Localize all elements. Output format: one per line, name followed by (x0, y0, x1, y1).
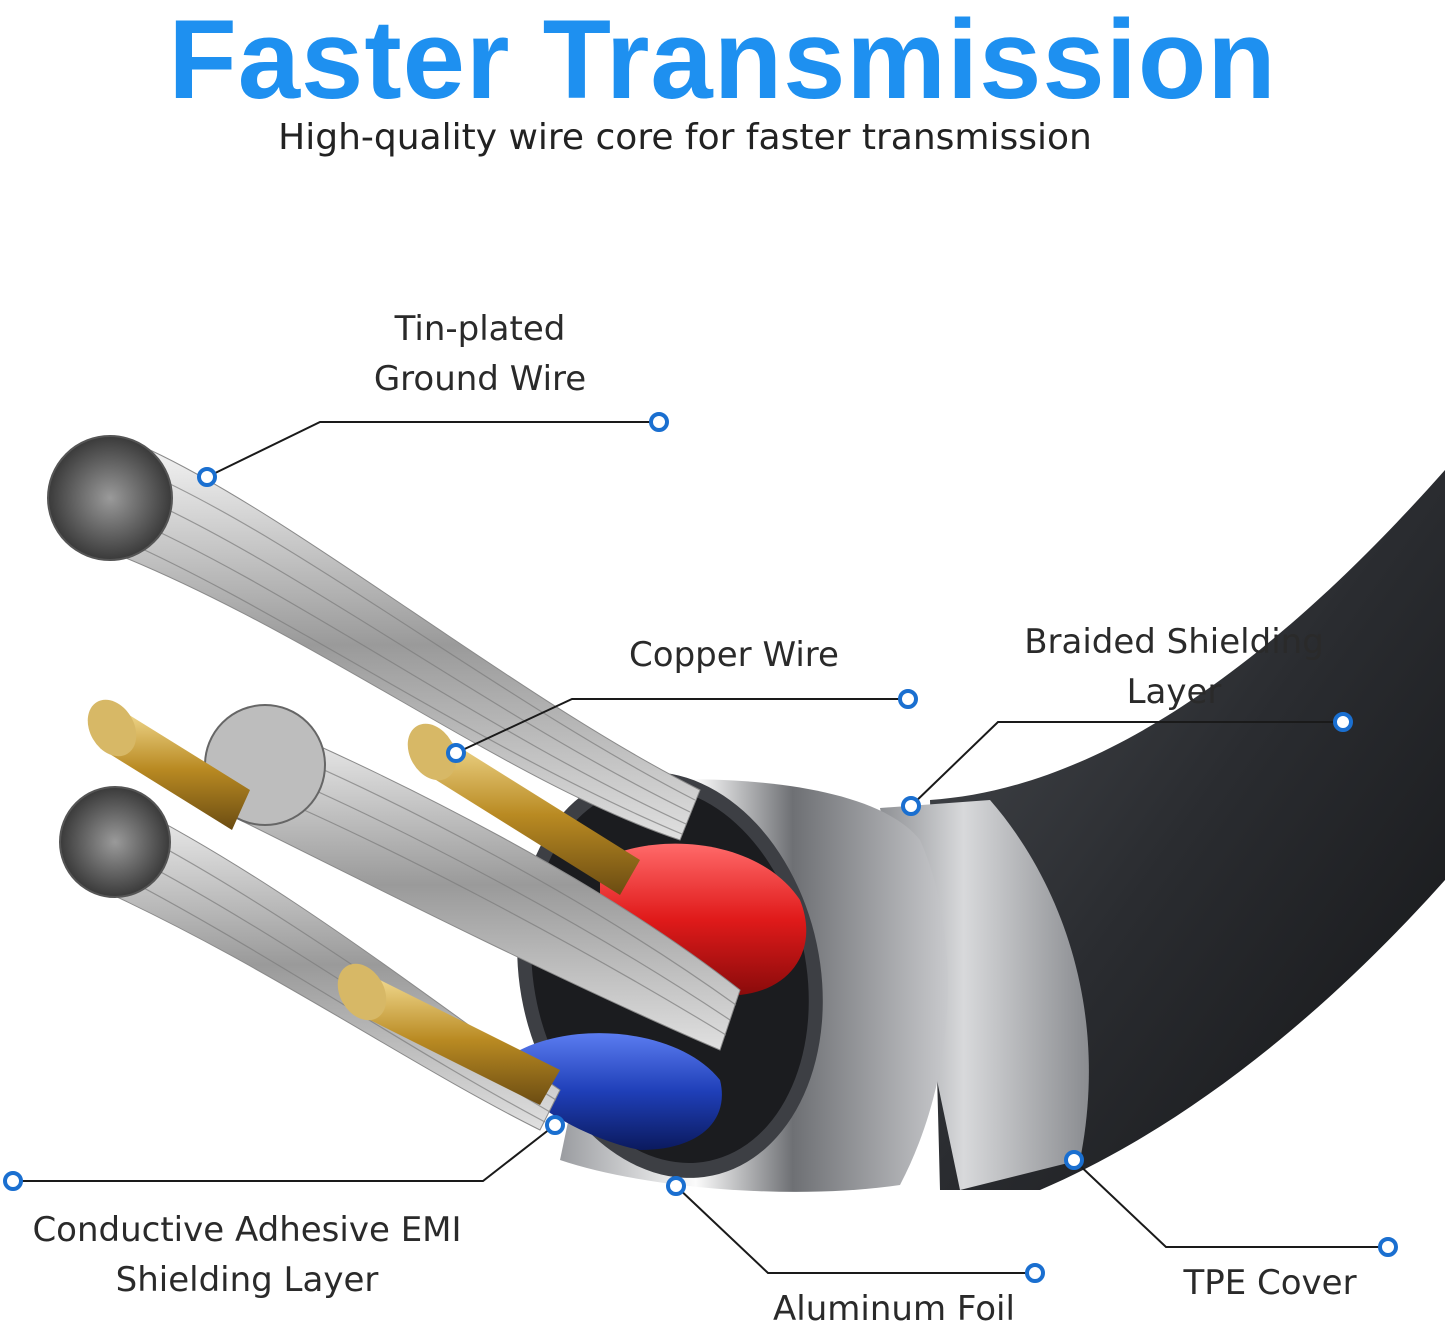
label-aluminum-foil: Aluminum Foil (773, 1289, 1015, 1329)
page-subtitle: High-quality wire core for faster transm… (278, 117, 1092, 158)
callout-dot (197, 467, 217, 487)
ground-wire-end-top (47, 435, 173, 561)
callout-dot (3, 1171, 23, 1191)
callout-dot (1333, 712, 1353, 732)
callout-dot (1378, 1237, 1398, 1257)
label-tpe-cover: TPE Cover (1183, 1263, 1357, 1303)
leader-tpe-cover (1073, 1159, 1388, 1248)
callout-dot (1064, 1150, 1084, 1170)
strand-lines-top (94, 469, 696, 835)
label-conductive-adhesive-emi: Conductive Adhesive EMI Shielding Layer (32, 1210, 462, 1300)
callout-dot (898, 689, 918, 709)
blue-insulation (520, 1033, 722, 1150)
callout-dot (545, 1115, 565, 1135)
copper-conductor-upper (420, 735, 640, 895)
ground-wire-end-lower (59, 786, 171, 898)
page-title: Faster Transmission (168, 0, 1277, 122)
ground-wire-strands-top (79, 449, 701, 841)
label-tin-plated-ground-wire: Tin-plated Ground Wire (373, 309, 587, 399)
leader-braided-shielding (910, 721, 1343, 807)
leader-conductive-adhesive-emi (13, 1124, 556, 1182)
leader-tin-plated-ground-wire (206, 421, 659, 478)
red-insulation (600, 843, 807, 995)
callout-dot (649, 412, 669, 432)
callout-dot (901, 796, 921, 816)
label-copper-wire: Copper Wire (629, 635, 839, 675)
copper-conductor-left (100, 708, 250, 830)
callout-dot (1025, 1263, 1045, 1283)
callout-dot (446, 743, 466, 763)
copper-conductor-lower (350, 975, 560, 1105)
leader-copper-wire (455, 698, 908, 754)
leader-aluminum-foil (675, 1185, 1035, 1274)
callout-dot (666, 1176, 686, 1196)
copper-conductor-lower-end (337, 963, 387, 1021)
copper-conductor-left-end (87, 699, 137, 757)
label-braided-shielding-layer: Braided Shielding Layer (1024, 622, 1324, 712)
copper-conductor-upper-end (407, 723, 457, 781)
